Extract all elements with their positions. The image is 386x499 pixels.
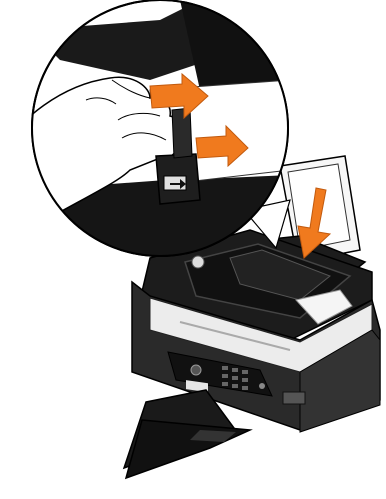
card-slot [283,392,305,404]
feeder-button [192,256,204,268]
